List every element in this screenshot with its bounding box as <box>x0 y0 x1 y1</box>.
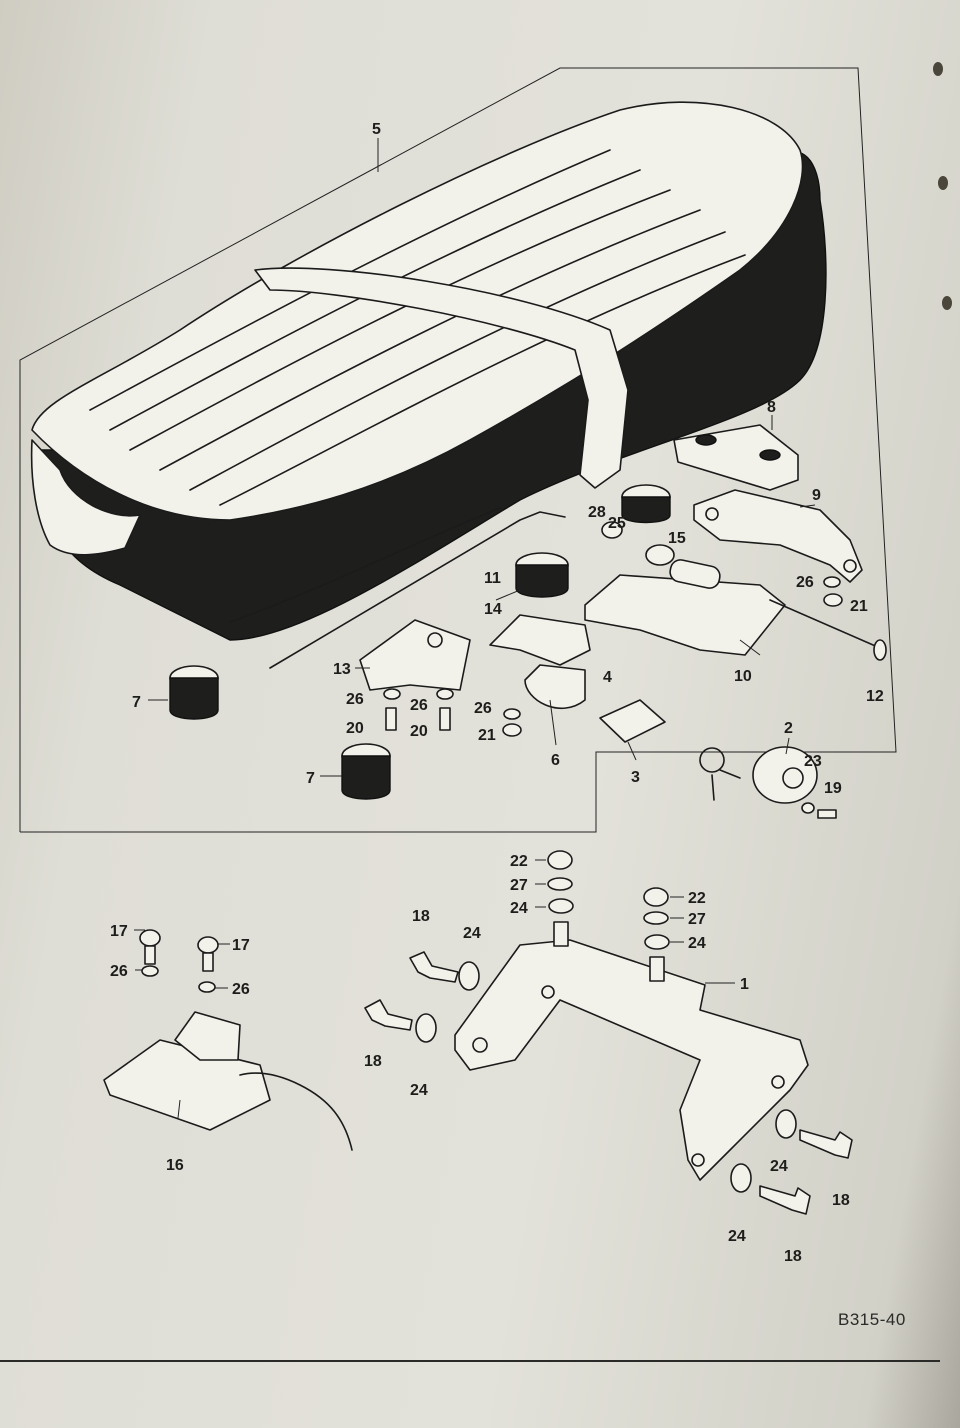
callout-24: 24 <box>770 1158 788 1175</box>
rubber-cushions-7 <box>169 665 391 800</box>
callout-26: 26 <box>796 574 814 591</box>
callout-5: 5 <box>372 121 381 138</box>
wire-11 <box>269 511 566 669</box>
callout-27: 27 <box>688 911 706 928</box>
seat-rear-trim <box>30 439 141 556</box>
callout-18: 18 <box>784 1248 802 1265</box>
callout-24: 24 <box>510 900 528 917</box>
callout-22: 22 <box>688 890 706 907</box>
callout-1: 1 <box>740 976 749 993</box>
callout-8: 8 <box>767 399 776 416</box>
seat-bracket-9 <box>693 489 863 583</box>
callout-labels: 5 8 9 28 25 15 26 21 11 14 12 10 13 4 7 … <box>110 121 884 1265</box>
seat-lock-3 <box>599 699 741 801</box>
page-rule <box>0 1360 940 1362</box>
cap-15 <box>621 484 671 524</box>
callout-10: 10 <box>734 668 752 685</box>
seat-bracket-1 <box>454 921 809 1181</box>
bracket-13 <box>359 619 471 691</box>
callout-20: 20 <box>346 720 364 737</box>
seat-drawing <box>30 101 827 641</box>
callout-6: 6 <box>551 752 560 769</box>
washers-and-bolts-upper <box>383 521 843 819</box>
rubber-cushion-8 <box>673 424 799 491</box>
callout-16: 16 <box>166 1157 184 1174</box>
seat-lock-latch-16 <box>103 929 353 1151</box>
bolts-18 <box>364 951 853 1215</box>
callout-3: 3 <box>631 769 640 786</box>
callout-26: 26 <box>346 691 364 708</box>
callout-11: 11 <box>484 570 501 587</box>
figure-code: B315-40 <box>838 1310 906 1329</box>
callout-24: 24 <box>410 1082 428 1099</box>
callout-21: 21 <box>478 727 496 744</box>
binder-hole <box>933 62 943 76</box>
hinge-10 <box>584 544 786 656</box>
callout-25: 25 <box>608 515 626 532</box>
callout-18: 18 <box>364 1053 382 1070</box>
callout-24: 24 <box>688 935 706 952</box>
callout-9: 9 <box>812 487 821 504</box>
callout-24: 24 <box>728 1228 746 1245</box>
callout-22: 22 <box>510 853 528 870</box>
callout-26: 26 <box>410 697 428 714</box>
callout-17: 17 <box>232 937 250 954</box>
callout-20: 20 <box>410 723 428 740</box>
callout-26: 26 <box>110 963 128 980</box>
binder-hole <box>942 296 952 310</box>
callout-18: 18 <box>412 908 430 925</box>
callout-12: 12 <box>866 688 884 705</box>
callout-26: 26 <box>474 700 492 717</box>
callout-7: 7 <box>132 694 141 711</box>
callout-26: 26 <box>232 981 250 998</box>
hinge-pin-12 <box>769 599 881 649</box>
seat-strap <box>254 267 629 489</box>
callout-18: 18 <box>832 1192 850 1209</box>
callout-7: 7 <box>306 770 315 787</box>
leader-lines <box>134 138 816 1119</box>
callout-2: 2 <box>784 720 793 737</box>
callout-14: 14 <box>484 601 502 618</box>
callout-17: 17 <box>110 923 128 940</box>
nuts-washers-lower <box>415 850 797 1193</box>
callout-15: 15 <box>668 530 686 547</box>
callout-19: 19 <box>824 780 842 797</box>
callout-21: 21 <box>850 598 868 615</box>
cap-14 <box>515 552 569 598</box>
callout-24: 24 <box>463 925 481 942</box>
callout-13: 13 <box>333 661 351 678</box>
hinge-pin-head <box>873 639 887 661</box>
callout-27: 27 <box>510 877 528 894</box>
callout-23: 23 <box>804 753 822 770</box>
callout-4: 4 <box>603 669 612 686</box>
binder-hole <box>938 176 948 190</box>
lock-holder-6 <box>489 614 591 710</box>
assembly-frame <box>19 67 897 833</box>
callout-28: 28 <box>588 504 606 521</box>
seat-bottom-trim <box>229 507 501 623</box>
lock-cover-2 <box>752 746 818 804</box>
